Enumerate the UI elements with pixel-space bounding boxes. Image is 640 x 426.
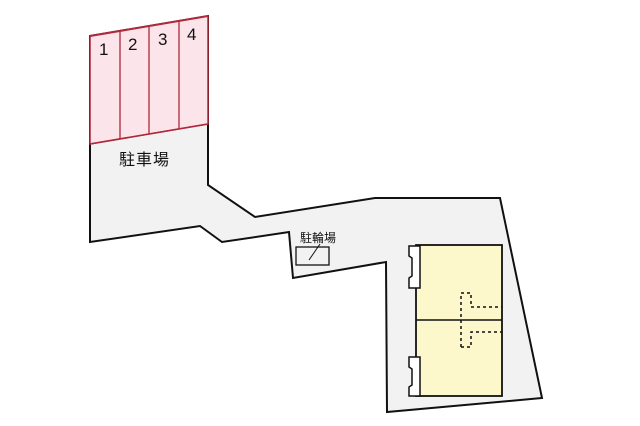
parking-label: 駐車場	[119, 150, 171, 169]
parking-space-3: 3	[158, 30, 168, 49]
parking-space-2: 2	[128, 35, 138, 54]
parking-spaces	[89, 15, 209, 145]
bicycle-parking-label: 駐輪場	[300, 231, 337, 245]
parking-space-4: 4	[187, 25, 197, 44]
building	[408, 244, 503, 397]
bicycle-parking-box	[295, 243, 330, 266]
parking-space-1: 1	[99, 40, 109, 59]
